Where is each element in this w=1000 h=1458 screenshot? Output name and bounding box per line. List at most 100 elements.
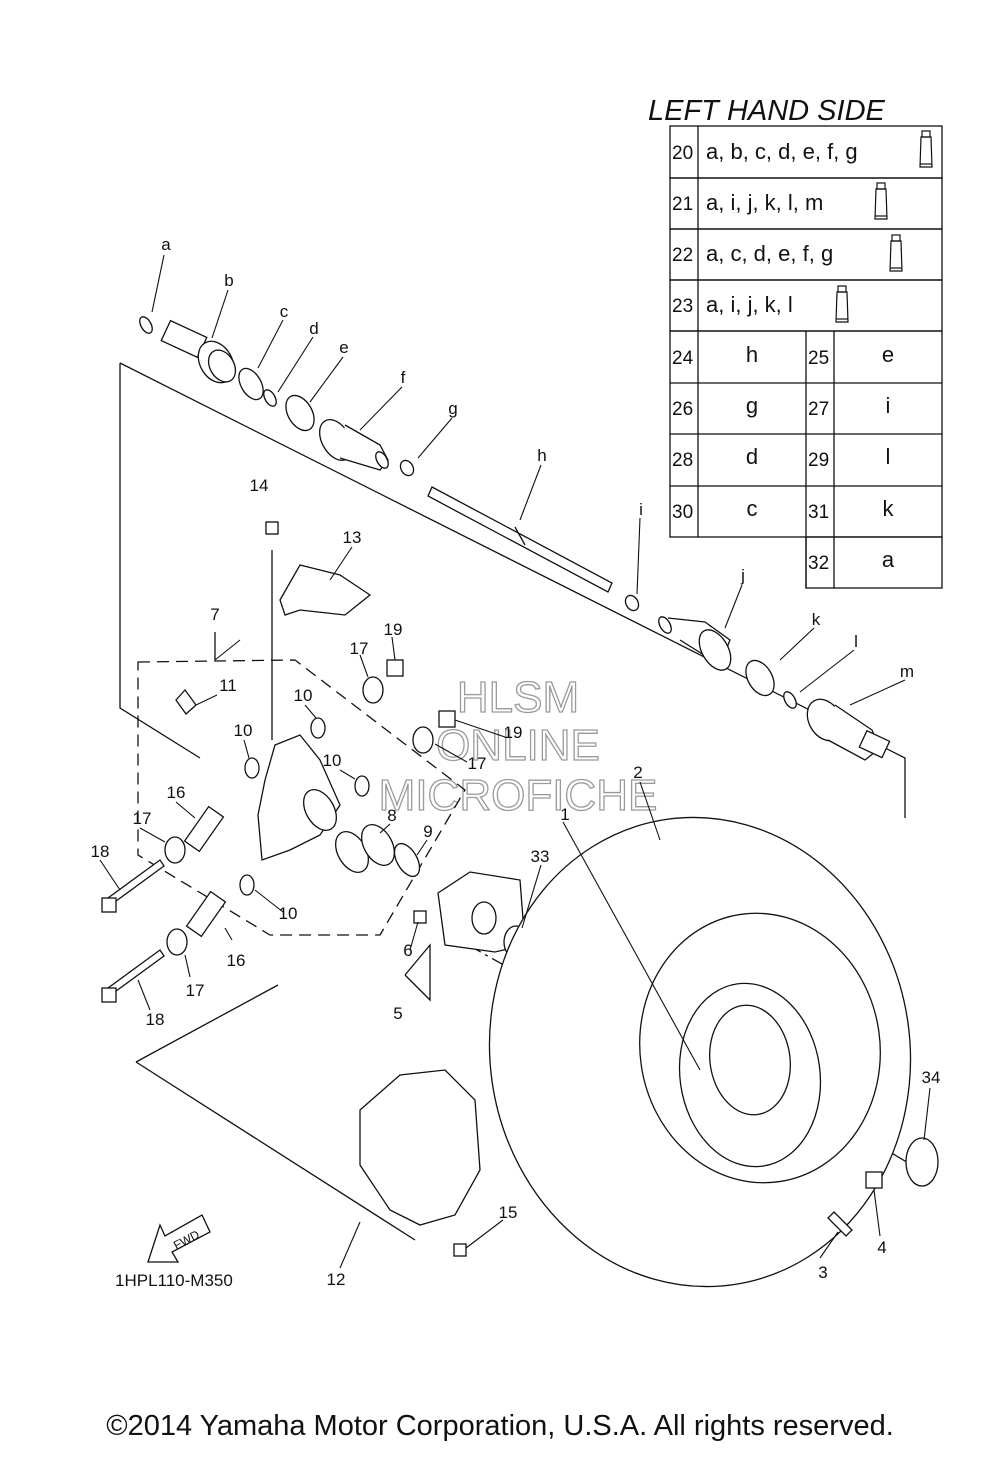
callout-f: f xyxy=(401,368,406,387)
svg-text:25: 25 xyxy=(808,348,829,369)
nut-19 xyxy=(386,659,404,677)
callout-labels: a b c d e f g h i j k l m 1 2 3 4 5 6 7 … xyxy=(91,235,941,1289)
grease-tube-icon xyxy=(835,285,849,323)
grease-tube-icons xyxy=(835,130,933,323)
callout-14: 14 xyxy=(250,476,269,495)
callout-12: 12 xyxy=(327,1270,346,1289)
bushing-10 xyxy=(310,717,326,739)
table-text: 20 a, b, c, d, e, f, g 21 a, i, j, k, l,… xyxy=(672,139,895,574)
callout-j: j xyxy=(740,566,745,585)
callout-a: a xyxy=(161,235,171,254)
callout-l: l xyxy=(854,632,858,651)
fwd-arrow-icon: FWD xyxy=(147,1214,211,1263)
callout-10: 10 xyxy=(323,751,342,770)
bearing-8 xyxy=(334,824,396,873)
cv-joint-inner-m xyxy=(806,698,891,761)
brake-disc-12 xyxy=(359,1069,481,1226)
band-i xyxy=(624,594,640,612)
table-title: LEFT HAND SIDE xyxy=(648,95,886,127)
band-k xyxy=(745,659,775,697)
callout-10: 10 xyxy=(294,686,313,705)
bracket-13 xyxy=(279,564,372,616)
svg-text:a, i, j, k, l: a, i, j, k, l xyxy=(706,292,793,317)
bushing-10 xyxy=(239,874,255,896)
cap-34 xyxy=(905,1137,939,1187)
ring-c xyxy=(238,367,264,401)
bolt-15 xyxy=(453,1243,467,1257)
callout-9: 9 xyxy=(423,822,432,841)
callout-16: 16 xyxy=(167,783,186,802)
callout-33: 33 xyxy=(531,847,550,866)
callout-e: e xyxy=(339,338,348,357)
svg-text:ONLINE: ONLINE xyxy=(436,721,600,770)
grease-tube-icon xyxy=(889,234,903,272)
svg-text:21: 21 xyxy=(672,194,693,215)
seal-17 xyxy=(164,836,186,864)
bolt-6 xyxy=(413,910,427,924)
svg-text:h: h xyxy=(746,342,758,367)
parts-shapes xyxy=(101,316,939,1288)
callout-m: m xyxy=(900,662,914,681)
callout-34: 34 xyxy=(922,1068,941,1087)
svg-text:a, c, d, e, f, g: a, c, d, e, f, g xyxy=(706,241,833,266)
callout-d: d xyxy=(309,319,318,338)
callout-c: c xyxy=(280,302,289,321)
grease-tube-icon xyxy=(919,130,933,168)
callout-i: i xyxy=(639,500,643,519)
svg-text:MICROFICHE: MICROFICHE xyxy=(379,771,658,820)
stud-3 xyxy=(827,1211,853,1237)
nut-4 xyxy=(865,1171,883,1189)
callout-17: 17 xyxy=(133,809,152,828)
callout-13: 13 xyxy=(343,528,362,547)
svg-text:29: 29 xyxy=(808,450,829,471)
grease-tube-icon xyxy=(874,182,888,220)
collar-16 xyxy=(183,805,225,853)
band-g xyxy=(399,459,415,477)
callout-8: 8 xyxy=(387,806,396,825)
svg-text:FWD: FWD xyxy=(171,1227,202,1252)
callout-7: 7 xyxy=(210,605,219,624)
seal-17 xyxy=(166,928,188,956)
svg-text:g: g xyxy=(746,393,758,418)
seal-17 xyxy=(362,676,384,704)
copyright-notice: ©2014 Yamaha Motor Corporation, U.S.A. A… xyxy=(106,1410,894,1442)
svg-text:32: 32 xyxy=(808,553,829,574)
svg-text:24: 24 xyxy=(672,348,694,369)
callout-h: h xyxy=(537,446,546,465)
callout-4: 4 xyxy=(877,1238,886,1257)
callout-3: 3 xyxy=(818,1263,827,1282)
svg-text:a, i, j, k, l, m: a, i, j, k, l, m xyxy=(706,190,823,215)
circlip-a xyxy=(139,316,153,334)
boot-j xyxy=(658,616,732,671)
callout-11: 11 xyxy=(219,676,237,695)
svg-text:31: 31 xyxy=(808,502,829,523)
bushing-10 xyxy=(244,757,260,779)
svg-text:a, b, c, d, e, f, g: a, b, c, d, e, f, g xyxy=(706,139,858,164)
bushing-10 xyxy=(354,775,370,797)
nut-19 xyxy=(438,710,456,728)
callout-b: b xyxy=(224,271,233,290)
callout-5: 5 xyxy=(393,1004,402,1023)
tire-2 xyxy=(488,816,912,1288)
svg-text:20: 20 xyxy=(672,143,693,164)
svg-text:i: i xyxy=(886,393,891,418)
callout-17: 17 xyxy=(468,754,487,773)
boot-f xyxy=(318,419,389,471)
leader-lines xyxy=(99,254,931,1269)
callout-19: 19 xyxy=(504,723,523,742)
callout-18: 18 xyxy=(146,1010,165,1029)
svg-text:e: e xyxy=(882,342,894,367)
callout-2: 2 xyxy=(633,763,642,782)
svg-text:d: d xyxy=(746,444,758,469)
svg-text:30: 30 xyxy=(672,502,693,523)
grease-nipple-11 xyxy=(175,688,197,715)
svg-text:28: 28 xyxy=(672,450,693,471)
collar-16 xyxy=(185,890,227,938)
svg-text:22: 22 xyxy=(672,245,693,266)
callout-18: 18 xyxy=(91,842,110,861)
callout-k: k xyxy=(812,610,821,629)
shaft-h xyxy=(427,486,613,593)
watermark: HLSM ONLINE MICROFICHE xyxy=(378,672,658,820)
seal-17 xyxy=(412,726,434,754)
